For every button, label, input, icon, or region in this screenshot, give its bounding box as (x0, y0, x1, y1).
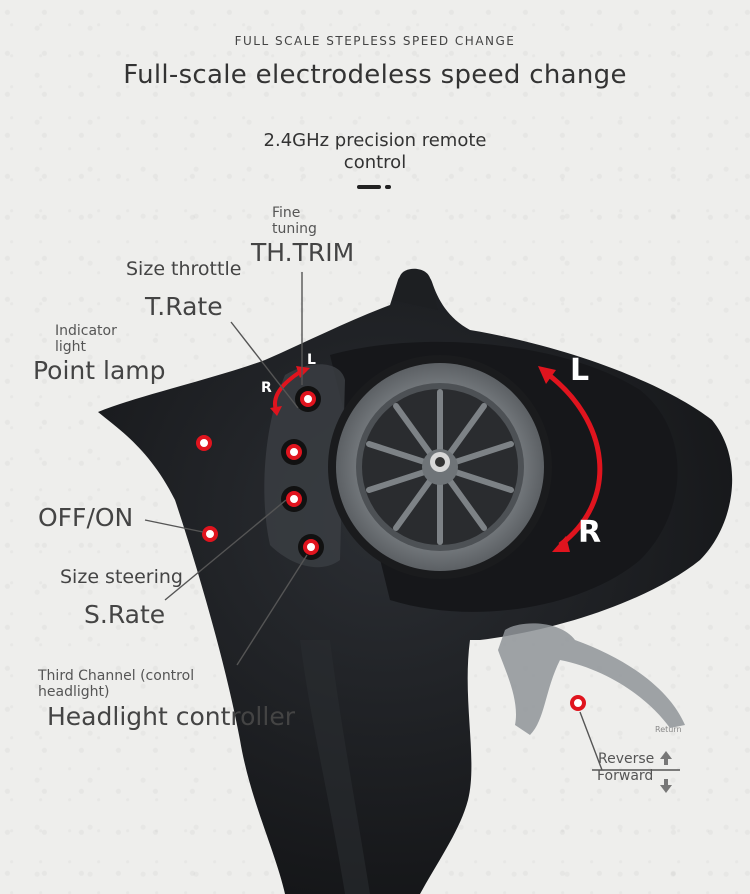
reverse-label: Reverse (598, 751, 655, 767)
wheel-left-mark: L (570, 353, 590, 388)
red-markers (196, 391, 586, 711)
reverse-arrow-icon (660, 751, 672, 765)
off-on-label: OFF/ON (38, 503, 134, 532)
third-channel-line1: Third Channel (control (38, 668, 195, 684)
fine-tuning-label: Fine tuning (272, 205, 317, 237)
antenna-fin (392, 268, 438, 310)
fine-tuning-line2: tuning (272, 221, 317, 237)
third-channel-line2: headlight) (38, 684, 110, 700)
trim-left-mark: L (307, 352, 316, 368)
s-rate-label: S.Rate (84, 600, 166, 629)
wheel-direction-arc (543, 369, 603, 547)
header-divider-dash-short (385, 185, 391, 189)
th-trim-label: TH.TRIM (251, 238, 355, 267)
throttle-trigger (498, 623, 685, 735)
return-label: Return (655, 725, 682, 734)
headlight-controller-label: Headlight controller (47, 702, 295, 731)
size-throttle-label: Size throttle (126, 258, 242, 280)
indicator-light-line2: light (55, 339, 87, 355)
header-caption: 2.4GHz precision remote control (0, 130, 750, 174)
header-caption-line1: 2.4GHz precision remote (263, 130, 487, 151)
header-divider-dash-long (357, 185, 381, 189)
indicator-light-line1: Indicator (55, 323, 117, 339)
button-panel (264, 364, 345, 568)
indicator-light-label: Indicator light (55, 323, 117, 355)
forward-label: Forward (597, 768, 654, 784)
wheel-right-mark: R (578, 515, 602, 550)
grip-highlight (300, 640, 370, 894)
t-rate-label: T.Rate (145, 292, 223, 321)
header-subtitle: FULL SCALE STEPLESS SPEED CHANGE (234, 34, 516, 48)
fine-tuning-line1: Fine (272, 205, 301, 221)
callout-leaders (144, 272, 680, 771)
trim-direction-arc (273, 370, 302, 411)
size-steering-label: Size steering (60, 566, 183, 588)
third-channel-label: Third Channel (control headlight) (38, 668, 194, 700)
header-title: Full-scale electrodeless speed change (123, 60, 627, 90)
point-lamp-label: Point lamp (33, 356, 166, 385)
steering-wheel (328, 355, 552, 579)
trim-right-mark: R (261, 380, 272, 396)
forward-arrow-icon (660, 779, 672, 793)
header-caption-line2: control (343, 152, 407, 173)
